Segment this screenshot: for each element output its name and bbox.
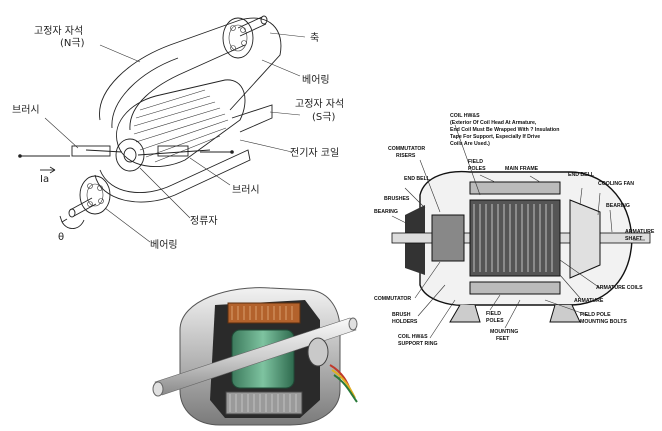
- label-coil-note-4: Coils Are Used.): [450, 141, 490, 147]
- label-mounting-feet-2: FEET: [496, 336, 510, 342]
- label-armature-coils: ARMATURE COILS: [596, 285, 643, 291]
- current-arrow-head: [49, 166, 56, 174]
- english-leader-lines: [391, 124, 645, 339]
- label-end-bell-left: END BELL: [404, 176, 431, 182]
- label-coil-note-3: Tape For Support, Especially If Drive: [450, 134, 540, 140]
- label-commutator-bottom: COMMUTATOR: [374, 296, 411, 302]
- stator-laminations: [225, 391, 303, 415]
- mounting-foot-left: [449, 304, 481, 323]
- label-cooling-fan: COOLING FAN: [598, 181, 634, 187]
- armature-core-shape: [469, 199, 561, 277]
- label-main-frame: MAIN FRAME: [505, 166, 539, 172]
- commutator-shape: [431, 214, 465, 262]
- label-armature-coil: 전기자 코일: [290, 147, 339, 159]
- label-brush-holders-2: HOLDERS: [392, 319, 418, 325]
- copper-winding-top: [227, 302, 301, 324]
- korean-leader-lines: [44, 32, 306, 243]
- lamination-lines: [229, 394, 297, 412]
- terminal-dot-left: [18, 154, 22, 158]
- armature-coil-shape: [85, 79, 246, 172]
- shaft-end-left: [152, 381, 164, 397]
- korean-motor-diagram: 고정자 자석 (N극) 축 베어링 고정자 자석 (S극) 브러시 전기자 코일…: [12, 15, 344, 251]
- label-current-ia: Ia: [40, 174, 49, 185]
- stator-magnet-s-shape: [94, 104, 273, 203]
- label-coil-hw-bottom-2: SUPPORT RING: [398, 341, 438, 347]
- label-commutator-risers: COMMUTATOR: [388, 146, 425, 152]
- label-coil-hw-bottom: COIL HW&S: [398, 334, 428, 340]
- label-end-bell-right: END BELL: [568, 172, 595, 178]
- label-coil-hw: COIL HW&S: [450, 113, 480, 119]
- label-bearing-left: BEARING: [374, 209, 398, 215]
- label-field-poles-bottom: FIELD: [486, 311, 501, 317]
- label-field-poles-top: FIELD: [468, 159, 483, 165]
- stator-magnet-n-shape: [99, 17, 282, 131]
- label-bearing-bottom: 베어링: [150, 239, 178, 251]
- top-bearing-shape: [222, 15, 268, 59]
- label-stator-magnet-n: 고정자 자석: [34, 25, 83, 37]
- label-coil-note-1: (Exterior Of Coil Head At Armature,: [450, 120, 537, 126]
- wire-green: [333, 374, 358, 403]
- label-armature-shaft-2: SHAFT: [625, 236, 643, 242]
- label-armature-shaft: ARMATURE: [625, 229, 655, 235]
- label-commutator: 정류자: [190, 215, 218, 227]
- label-bearing-top: 베어링: [302, 74, 330, 86]
- shaft-end-right: [348, 317, 358, 331]
- armature-coil-stripes: [473, 204, 553, 272]
- label-field-pole-bolts-2: MOUNTING BOLTS: [580, 319, 627, 325]
- label-brushes: BRUSHES: [384, 196, 410, 202]
- copper-winding-lines: [231, 306, 293, 320]
- label-field-poles-top-2: POLES: [468, 166, 486, 172]
- bearing-ring-shape: [307, 337, 329, 367]
- english-motor-cross-section: COIL HW&S (Exterior Of Coil Head At Arma…: [374, 113, 655, 347]
- label-coil-note-2: End Coil Must Be Wrapped With ? Insulati…: [450, 127, 559, 133]
- label-theta: θ: [58, 232, 64, 243]
- label-bearing-right: BEARING: [606, 203, 630, 209]
- mounting-foot-right: [549, 304, 581, 323]
- brush-left-shape: [71, 145, 111, 157]
- field-poles-bottom-shape: [469, 281, 561, 295]
- label-brush-holders: BRUSH: [392, 312, 411, 318]
- label-field-poles-bottom-2: POLES: [486, 318, 504, 324]
- label-brush-right: 브러시: [232, 184, 260, 196]
- bottom-bearing-shape: [59, 175, 111, 229]
- field-poles-top-shape: [469, 181, 561, 195]
- label-brush-left: 브러시: [12, 104, 40, 116]
- label-stator-magnet-s-pole: (S극): [312, 111, 335, 123]
- label-armature: ARMATURE: [574, 298, 604, 304]
- cooling-fan-shape: [569, 199, 601, 279]
- label-shaft: 축: [310, 32, 319, 44]
- label-stator-magnet-s: 고정자 자석: [295, 98, 344, 110]
- label-commutator-risers-2: RISERS: [396, 153, 416, 159]
- brush-right-shape: [157, 145, 189, 157]
- motor-cutaway-render: [152, 287, 358, 426]
- label-mounting-feet: MOUNTING: [490, 329, 518, 335]
- terminal-dot-right: [230, 150, 234, 154]
- label-stator-magnet-n-pole: (N극): [60, 37, 85, 49]
- label-field-pole-bolts: FIELD POLE: [580, 312, 611, 318]
